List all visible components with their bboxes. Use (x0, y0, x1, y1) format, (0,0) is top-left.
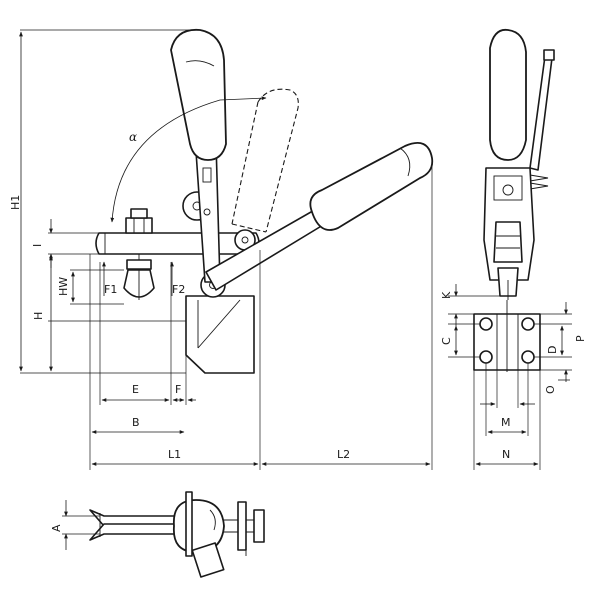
label-F: F (175, 383, 181, 396)
top-view-latch (191, 542, 225, 578)
label-H: H (32, 312, 45, 320)
front-latch-rod (529, 55, 553, 171)
side-view-extension-lines (20, 29, 433, 470)
label-L1: L1 (168, 448, 181, 461)
label-F2: F2 (172, 283, 185, 296)
label-I: I (31, 244, 44, 247)
spindle-bar (95, 232, 260, 255)
side-view-dimensions: H1 I H HW E F B L1 L2 (9, 31, 431, 466)
label-H1: H1 (9, 195, 22, 210)
handle-grip-closed (170, 28, 227, 161)
label-alpha: α (129, 130, 137, 144)
label-C: C (440, 337, 453, 345)
label-L2: L2 (337, 448, 350, 461)
side-view: α F1 F2 (95, 28, 434, 374)
clamp-base-body (185, 295, 255, 374)
front-view-extension-lines (448, 295, 572, 470)
label-B: B (132, 416, 140, 429)
label-P: P (574, 335, 587, 342)
front-view (473, 28, 555, 372)
lever-arm-intermediate (231, 88, 299, 233)
label-F1: F1 (104, 283, 117, 296)
label-N: N (502, 448, 510, 461)
label-D: D (546, 346, 559, 354)
label-A: A (50, 524, 63, 532)
top-view-handle (173, 499, 225, 553)
label-E: E (132, 383, 139, 396)
handle-grip-open (309, 142, 434, 231)
label-M: M (501, 416, 511, 429)
front-handle-grip (489, 28, 527, 161)
label-O: O (544, 385, 557, 394)
front-view-dimensions: K C D P O M N (440, 284, 587, 466)
label-K: K (440, 291, 453, 299)
label-HW: HW (57, 277, 70, 296)
top-view: A (50, 491, 265, 578)
